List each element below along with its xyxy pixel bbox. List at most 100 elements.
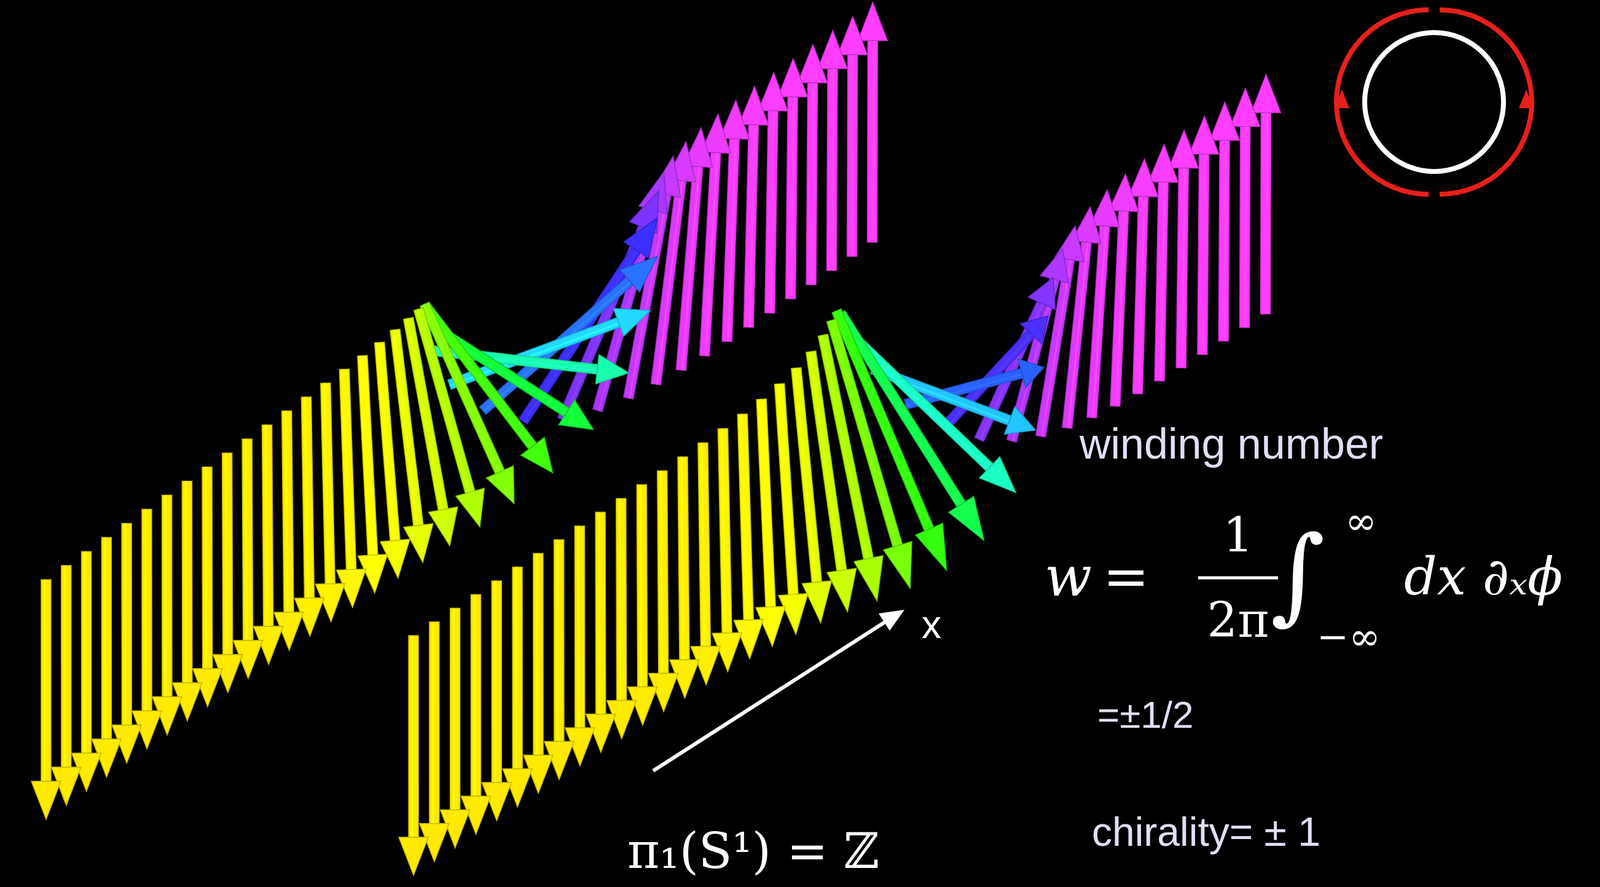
arrow-highlight — [361, 355, 372, 555]
value-label: =±1/2 — [1097, 692, 1194, 737]
spin-arrow — [777, 58, 808, 299]
fraction-bar — [1198, 576, 1279, 580]
formula-symbol: = — [1102, 544, 1150, 609]
arrow-cone — [817, 30, 848, 69]
formula-integrand: dx ∂ₓϕ — [1403, 546, 1563, 607]
arrow-cone — [915, 522, 947, 571]
arrow-highlight — [124, 522, 127, 725]
arrow-highlight — [872, 40, 875, 243]
spin-arrow — [357, 355, 388, 593]
chirality-label: chirality= ± 1 — [1091, 808, 1321, 856]
homotopy-label: π₁(S¹) = ℤ — [627, 822, 880, 880]
spin-arrow — [774, 383, 808, 635]
spin-arrow — [712, 428, 742, 672]
spin-chain — [31, 2, 888, 820]
arrow-cone — [857, 2, 888, 41]
arrow-shaft — [512, 567, 523, 769]
arrow-shaft — [1197, 154, 1210, 355]
arrow-cone — [1128, 159, 1159, 197]
arrow-shaft — [121, 522, 132, 725]
arrow-shaft — [826, 68, 838, 271]
arrow-cone — [1250, 74, 1281, 113]
spin-arrow — [294, 396, 324, 636]
arrow-highlight — [1224, 140, 1226, 342]
spin-arrow — [1209, 101, 1240, 341]
arrow-highlight — [224, 452, 228, 655]
spin-arrow — [586, 511, 616, 753]
arrow-highlight — [1245, 126, 1247, 328]
arrow-shaft — [657, 470, 669, 673]
arrow-highlight — [1160, 181, 1165, 381]
spin-arrow — [755, 398, 786, 646]
arrow-highlight — [741, 414, 748, 620]
arrow-highlight — [1203, 154, 1206, 355]
arrow-cone — [948, 496, 984, 541]
arrow-shaft — [791, 367, 823, 583]
arrow-highlight — [205, 466, 208, 669]
spin-arrow — [690, 442, 721, 685]
spin-arrow — [838, 16, 868, 257]
arrow-cone — [801, 580, 832, 623]
spin-arrow — [1168, 130, 1199, 369]
spin-arrow — [336, 369, 367, 608]
arrow-shaft — [574, 525, 585, 728]
arrow-highlight — [144, 509, 147, 711]
arrow-shaft — [677, 456, 690, 660]
winding-arc — [1439, 9, 1532, 195]
arrow-highlight — [618, 498, 622, 701]
axis-arrowhead — [878, 609, 905, 631]
spin-arrow — [565, 525, 595, 766]
arrow-shaft — [242, 438, 253, 641]
spin-arrow — [607, 498, 637, 739]
spin-arrow — [461, 594, 491, 834]
arrow-highlight — [304, 396, 308, 598]
arrow-cone — [1040, 248, 1069, 284]
arrow-cone — [1148, 144, 1178, 183]
arrow-cone — [1109, 173, 1139, 212]
arrow-shaft — [429, 621, 440, 824]
arrow-highlight — [1138, 196, 1145, 394]
arrow-shaft — [785, 96, 799, 299]
axis-line — [653, 618, 890, 771]
arrow-shaft — [408, 635, 419, 837]
arrow-shaft — [595, 511, 606, 714]
arrow-shaft — [1110, 210, 1129, 407]
arrow-shaft — [320, 382, 335, 584]
arrow-highlight — [832, 68, 834, 271]
arrow-highlight — [431, 621, 434, 824]
arrow-highlight — [640, 484, 641, 687]
arrow-shaft — [162, 495, 173, 697]
arrow-cone — [595, 354, 629, 385]
arrow-highlight — [681, 456, 684, 660]
arrow-shaft — [743, 124, 759, 328]
arrow-highlight — [473, 594, 476, 796]
spin-arrow — [172, 481, 203, 721]
arrow-shaft — [282, 410, 294, 612]
arrow-highlight — [84, 551, 87, 753]
arrow-cone — [31, 780, 61, 820]
arrow-shaft — [450, 607, 461, 810]
spin-arrow — [253, 424, 284, 665]
arrow-highlight — [728, 138, 736, 342]
formula-symbol: w — [1044, 544, 1092, 609]
arrow-shaft — [101, 537, 112, 739]
arrow-cone — [398, 836, 429, 875]
arrow-shaft — [1260, 112, 1272, 314]
spin-arrow — [192, 466, 223, 707]
arrow-cone — [777, 58, 808, 97]
unit-circle — [1364, 32, 1504, 172]
arrow-shaft — [141, 509, 152, 711]
arrow-cone — [1189, 116, 1220, 155]
arrow-highlight — [771, 110, 775, 313]
arrow-highlight — [452, 607, 455, 810]
spin-arrow — [857, 2, 888, 243]
spin-arrow — [523, 552, 553, 793]
arrow-cone — [1004, 406, 1036, 434]
arrow-highlight — [104, 537, 107, 739]
spin-arrow — [669, 456, 700, 699]
arrow-cone — [758, 72, 788, 112]
formula-denominator: 2π — [1207, 592, 1270, 649]
arrow-highlight — [43, 579, 46, 781]
spin-arrow — [1189, 116, 1220, 355]
